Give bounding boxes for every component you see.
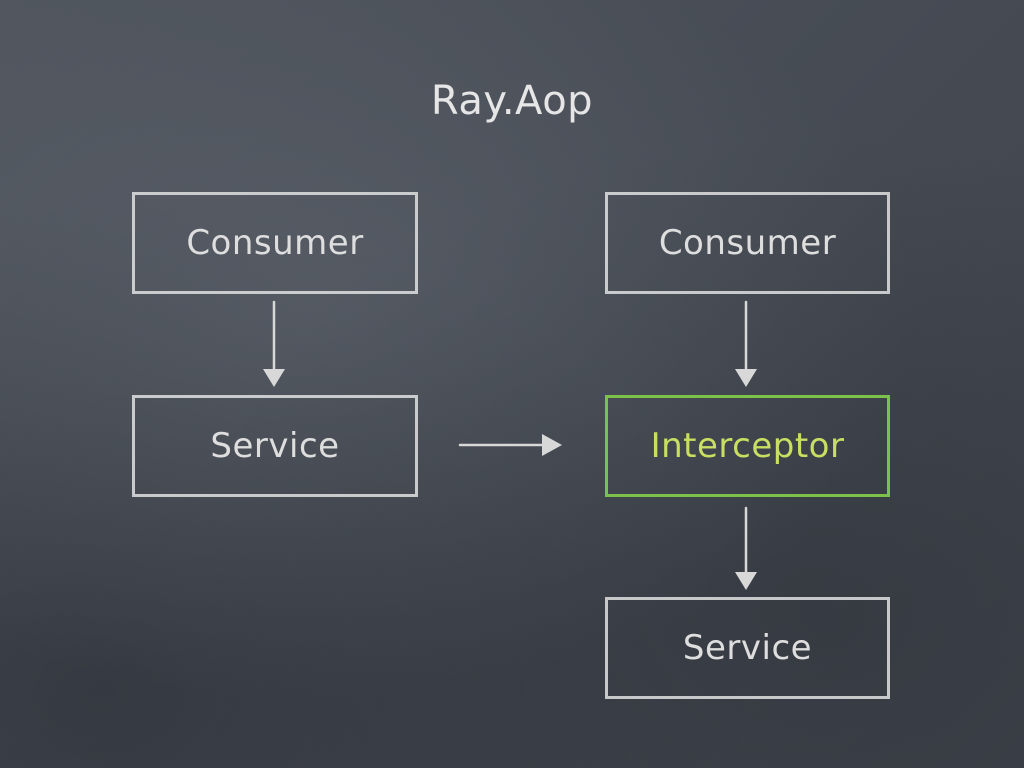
left-consumer-to-service-arrowhead (263, 369, 285, 387)
left-consumer-label: Consumer (186, 223, 364, 263)
right-consumer-label: Consumer (658, 223, 837, 263)
right-consumer-box: Consumer (605, 192, 890, 294)
left-consumer-box: Consumer (132, 192, 418, 294)
right-service-box: Service (605, 597, 890, 699)
left-service-box: Service (132, 395, 418, 497)
left-service-label: Service (210, 426, 340, 466)
transform-arrowhead (542, 434, 562, 456)
interceptor-to-service-arrowhead (735, 572, 757, 590)
interceptor-label: Interceptor (650, 426, 845, 466)
right-consumer-to-interceptor-arrowhead (735, 369, 757, 387)
slide-title: Ray.Aop (430, 78, 594, 124)
right-service-label: Service (682, 628, 813, 668)
interceptor-box: Interceptor (605, 395, 890, 497)
